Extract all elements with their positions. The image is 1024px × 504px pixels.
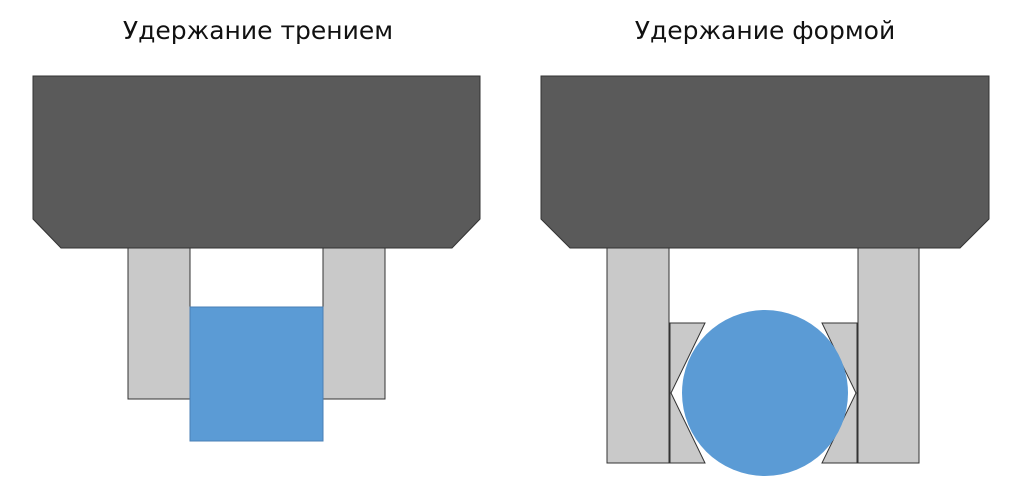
diagram-title-form: Удержание формой bbox=[634, 16, 896, 45]
left-finger bbox=[127, 247, 191, 400]
right-finger bbox=[322, 247, 386, 400]
diagram-title-friction: Удержание трением bbox=[122, 16, 394, 45]
round-object bbox=[682, 310, 848, 476]
right-finger bbox=[857, 247, 920, 464]
form-grip-diagram bbox=[540, 75, 990, 476]
gripper-body bbox=[540, 75, 990, 249]
gripper-body bbox=[32, 75, 481, 249]
left-v-jaw bbox=[669, 322, 706, 464]
left-finger bbox=[606, 247, 670, 464]
friction-grip-diagram bbox=[32, 75, 481, 442]
square-object bbox=[189, 306, 324, 442]
